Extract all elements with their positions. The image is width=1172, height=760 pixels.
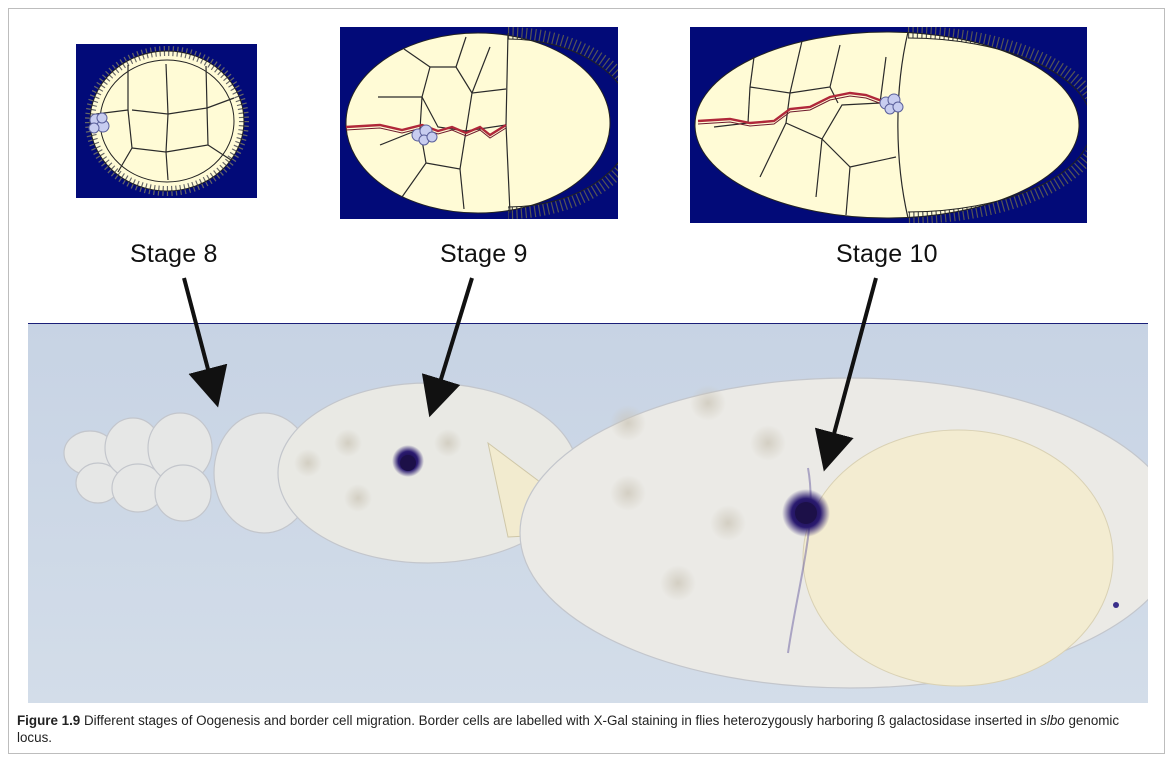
caption-label: Figure 1.9 <box>17 713 80 728</box>
stage-9-arrow <box>434 278 472 402</box>
caption-gene-name: slbo <box>1040 713 1065 728</box>
caption-text-1: Different stages of Oogenesis and border… <box>80 713 1040 728</box>
figure-caption: Figure 1.9 Different stages of Oogenesis… <box>17 712 1157 746</box>
stage-8-arrow <box>184 278 214 392</box>
stage-10-arrow <box>828 278 876 456</box>
